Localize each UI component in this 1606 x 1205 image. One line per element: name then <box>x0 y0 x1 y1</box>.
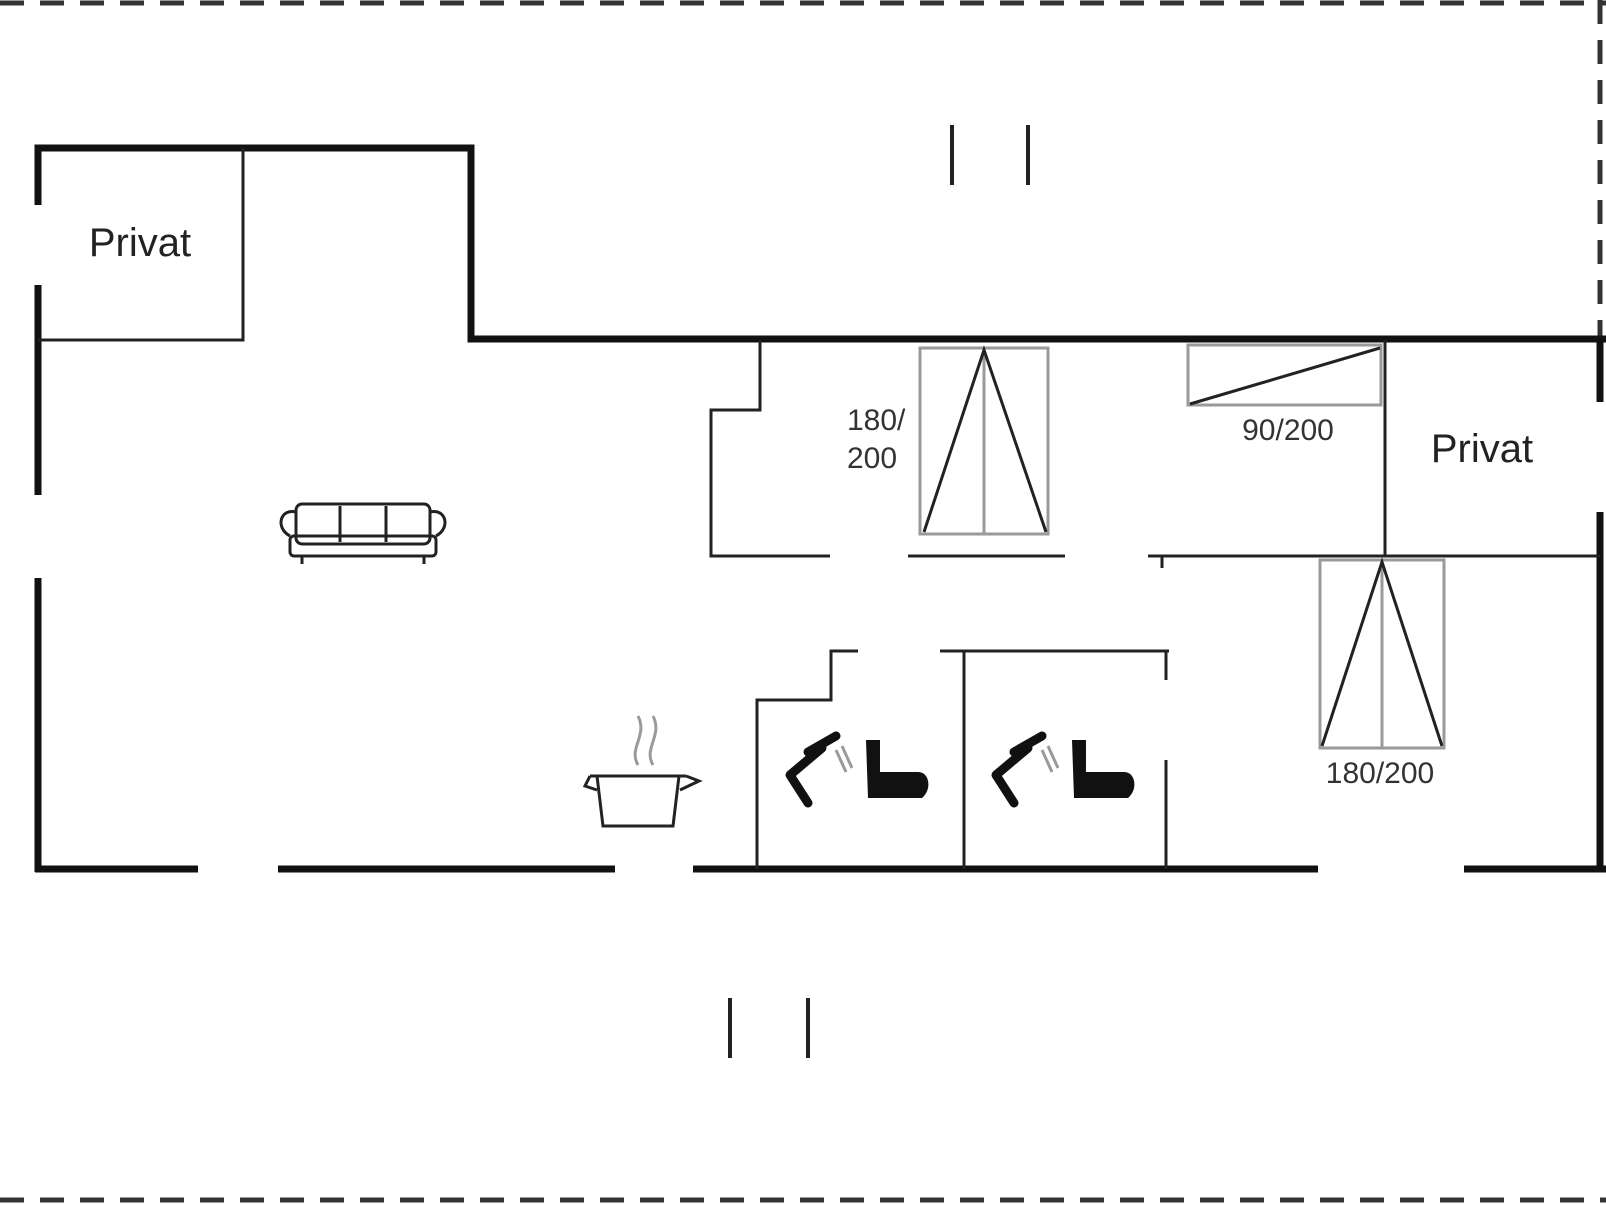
toilet-icon <box>1072 740 1135 798</box>
bed-size-label: 180/ <box>847 404 906 437</box>
terrace-marker-top <box>950 125 1030 185</box>
room-label-private: Privat <box>1431 427 1533 471</box>
toilet-icon <box>866 740 929 798</box>
bed-size-label: 90/200 <box>1242 414 1334 447</box>
double-bed-icon <box>918 345 1050 536</box>
double-bed-icon <box>1318 557 1446 750</box>
exterior-walls <box>34 144 1606 873</box>
cooking-pot-icon <box>582 715 703 828</box>
interior-walls <box>38 148 1600 869</box>
shower-icon <box>991 731 1060 808</box>
sofa-icon <box>279 502 447 564</box>
single-bed-icon <box>1186 343 1383 407</box>
room-label-private: Privat <box>89 221 191 265</box>
terrace-marker-bottom <box>728 998 810 1058</box>
bed-size-label: 180/200 <box>1326 757 1434 790</box>
bed-size-label: 200 <box>847 442 897 475</box>
shower-icon <box>785 731 854 808</box>
